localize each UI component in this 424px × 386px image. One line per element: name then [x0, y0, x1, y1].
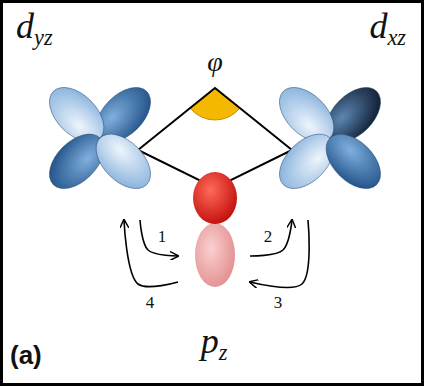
step-number: 2 — [262, 228, 275, 245]
orbital-label: dxz — [369, 8, 406, 49]
step-number: 4 — [144, 294, 157, 311]
step-number: 3 — [272, 294, 285, 311]
hopping-arrow — [124, 220, 178, 287]
orbital-node: pz — [178, 168, 250, 368]
orbital-lobe — [195, 223, 235, 287]
orbital-label: dyz — [16, 8, 53, 49]
angle-symbol: φ — [207, 46, 223, 78]
hopping-arrow — [250, 220, 292, 256]
panel-letter: (a) — [10, 340, 42, 371]
orbital-node: dyz — [8, 6, 178, 220]
orbital-label: pz — [201, 323, 228, 364]
orbital-lobe — [86, 124, 161, 199]
hopping-arrow — [250, 220, 309, 287]
hopping-arrow — [140, 220, 178, 256]
orbital-node: dxz — [250, 6, 416, 220]
orbital-lobe — [316, 124, 391, 199]
orbital-lobe — [193, 172, 237, 224]
angle-wedge — [190, 88, 240, 120]
step-number: 1 — [156, 228, 169, 245]
